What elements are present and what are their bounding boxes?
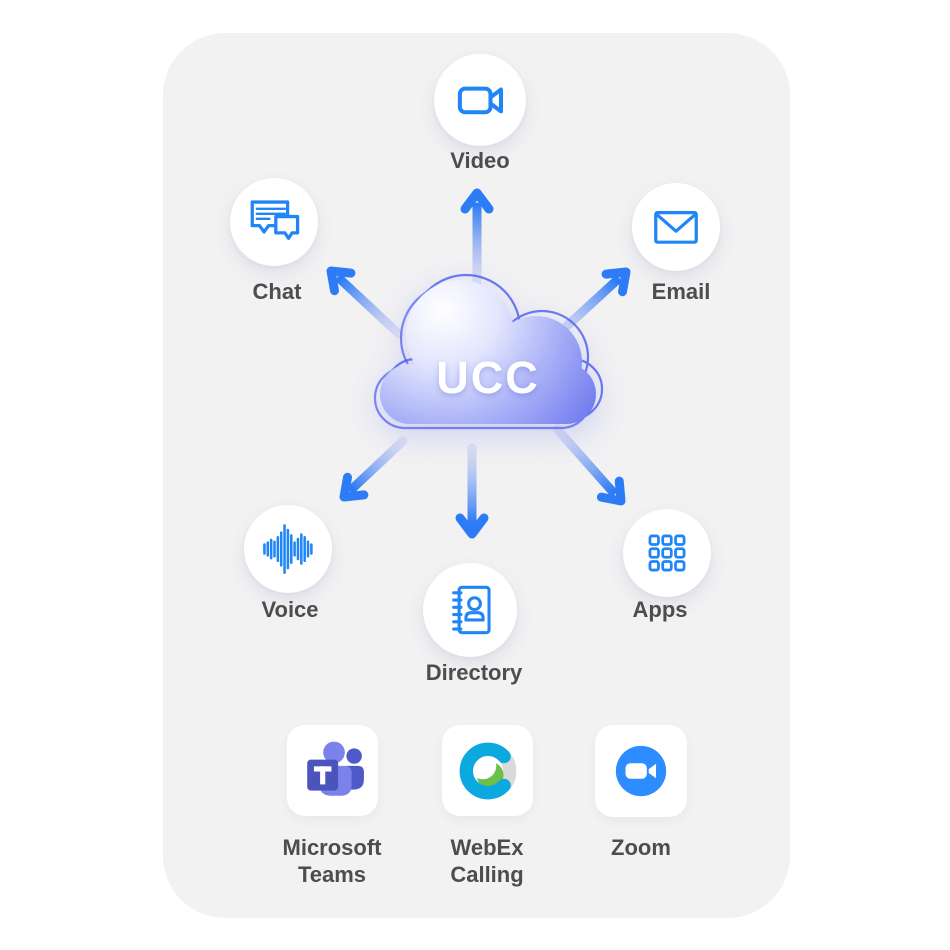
microsoft-teams-logo: [306, 741, 364, 796]
node-email-label: Email: [651, 279, 711, 304]
address-book-icon: [452, 585, 491, 635]
webex-calling-label-line2: Calling: [450, 862, 524, 887]
node-email: [632, 183, 720, 271]
zoom-card: [595, 725, 687, 817]
node-apps: [623, 509, 711, 597]
arrow-to-chat: [326, 266, 404, 339]
microsoft-teams-label-line1: Microsoft: [282, 835, 382, 860]
node-video: [434, 54, 526, 146]
webex-calling-label: WebEx Calling: [392, 834, 582, 888]
node-voice-label: Voice: [261, 597, 319, 622]
video-camera-icon: [457, 86, 504, 115]
node-video-label: Video: [450, 148, 510, 173]
node-voice: [244, 505, 332, 593]
cloud-icon: [373, 273, 604, 430]
node-apps-label: Apps: [632, 597, 688, 622]
zoom-label: Zoom: [546, 834, 736, 861]
webex-calling-card: [442, 725, 533, 816]
arrow-to-email: [551, 267, 631, 341]
microsoft-teams-label: Microsoft Teams: [237, 834, 427, 888]
zoom-label-line1: Zoom: [611, 835, 671, 860]
node-chat: [230, 178, 318, 266]
arrow-to-apps: [552, 424, 626, 506]
node-directory: [423, 563, 517, 657]
arrow-to-voice: [339, 436, 408, 502]
envelope-icon: [654, 211, 698, 244]
microsoft-teams-label-line2: Teams: [297, 862, 367, 887]
microsoft-teams-card: [287, 725, 378, 816]
app-grid-icon: [648, 534, 686, 572]
arrow-to-video: [460, 188, 494, 288]
node-directory-label: Directory: [425, 660, 523, 685]
hub-label: UCC: [436, 352, 540, 403]
node-chat-label: Chat: [252, 279, 302, 304]
webex-calling-label-line1: WebEx: [450, 835, 524, 860]
arrow-to-directory: [455, 443, 489, 539]
webex-logo: [459, 742, 516, 799]
chat-bubbles-icon: [250, 200, 300, 240]
ucc-cloud-hub: UCC: [368, 272, 608, 440]
zoom-logo: [615, 745, 667, 797]
sound-waveform-icon: [263, 524, 313, 574]
